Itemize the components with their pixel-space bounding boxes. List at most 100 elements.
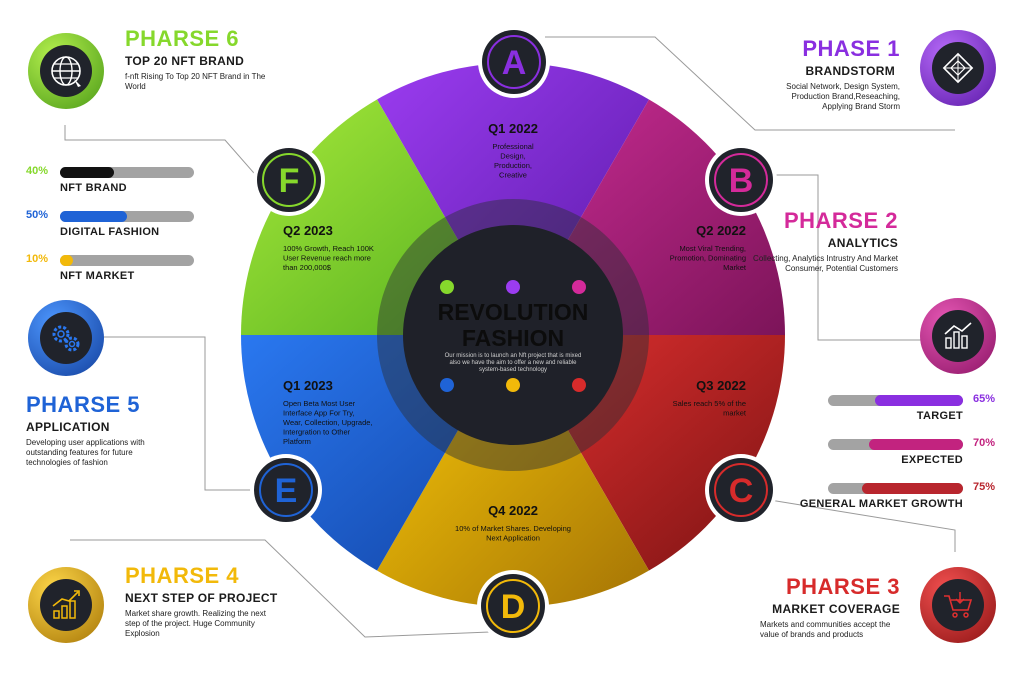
shopping-cart-icon xyxy=(932,579,984,631)
progress-label: NFT BRAND xyxy=(60,182,127,194)
globe-icon xyxy=(40,45,92,97)
badge-inner-ring-f xyxy=(262,153,316,207)
center-disc xyxy=(403,225,623,445)
segment-period-d: Q4 2022 xyxy=(488,503,538,518)
progress-percent: 40% xyxy=(26,165,49,177)
segment-period-b: Q2 2022 xyxy=(696,223,746,238)
progress-label: EXPECTED xyxy=(901,454,963,466)
phase3-icon-ring xyxy=(920,567,996,643)
badge-inner-ring-b xyxy=(714,153,768,207)
badge-a xyxy=(482,30,546,94)
phase6-desc: f-nft Rising To Top 20 NFT Brand in The … xyxy=(125,72,266,91)
phase1-subtitle: BRANDSTORM xyxy=(805,64,895,78)
phase3-block: PHARSE 3 MARKET COVERAGE Markets and com… xyxy=(700,574,900,640)
progress-fill xyxy=(60,255,74,266)
analytics-chart-icon xyxy=(932,310,984,362)
phase5-block: PHARSE 5 APPLICATION Developing user app… xyxy=(26,392,206,468)
progress-fill xyxy=(60,167,114,178)
phase2-icon-ring xyxy=(920,298,996,374)
badge-letter-c: C xyxy=(729,472,754,510)
segment-period-e: Q1 2023 xyxy=(283,378,333,393)
phase5-subtitle: APPLICATION xyxy=(26,420,110,434)
segment-desc-b: Most Viral Trending,Promotion, Dominatin… xyxy=(670,244,747,272)
progress-label: TARGET xyxy=(916,410,963,422)
badge-letter-b: B xyxy=(729,162,754,200)
progress-track xyxy=(60,255,194,266)
phase2-title: PHARSE 2 xyxy=(783,208,898,233)
badge-letter-e: E xyxy=(275,472,298,510)
badge-letter-f: F xyxy=(279,162,300,200)
phase1-title: PHASE 1 xyxy=(802,36,900,61)
progress-percent: 50% xyxy=(26,209,49,221)
badge-inner-ring-e xyxy=(259,463,313,517)
phase4-desc: Market share growth. Realizing the next … xyxy=(125,609,266,638)
phase1-block: PHASE 1 BRANDSTORM Social Network, Desig… xyxy=(720,36,900,112)
progress-fill xyxy=(861,483,963,494)
badge-d xyxy=(481,574,545,638)
segment-d xyxy=(377,335,649,607)
progress-fill xyxy=(868,439,963,450)
phase6-block: PHARSE 6 TOP 20 NFT BRAND f-nft Rising T… xyxy=(125,26,305,92)
progress-track xyxy=(60,211,194,222)
progress-percent: 70% xyxy=(973,437,996,449)
dot-blue xyxy=(440,378,454,392)
phase1-icon-ring xyxy=(920,30,996,106)
center-mission: Our mission is to launch an Nft project … xyxy=(445,353,582,373)
progress-label: NFT MARKET xyxy=(60,270,135,282)
phase4-title: PHARSE 4 xyxy=(125,563,240,588)
connector-lines xyxy=(64,36,956,638)
growth-chart-icon xyxy=(40,579,92,631)
badge-inner-ring-c xyxy=(714,463,768,517)
phase3-desc: Markets and communities accept the value… xyxy=(760,620,891,639)
phase2-subtitle: ANALYTICS xyxy=(827,236,898,250)
brand-diamond-icon xyxy=(932,42,984,94)
phase1-desc: Social Network, Design System, Productio… xyxy=(786,82,900,111)
badge-inner-ring-d xyxy=(486,579,540,633)
phase3-title: PHARSE 3 xyxy=(785,574,900,599)
phase3-subtitle: MARKET COVERAGE xyxy=(772,602,900,616)
badge-letter-a: A xyxy=(502,44,527,82)
progress-fill xyxy=(875,395,963,406)
phase6-title: PHARSE 6 xyxy=(125,26,240,51)
center-title-line2: FASHION xyxy=(462,325,564,351)
dot-yellow xyxy=(506,378,520,392)
badge-letter-d: D xyxy=(501,588,526,626)
segment-period-f: Q2 2023 xyxy=(283,223,333,238)
phase6-subtitle: TOP 20 NFT BRAND xyxy=(125,54,245,68)
phase6-icon-ring xyxy=(28,33,104,109)
dot-purple xyxy=(506,280,520,294)
segment-a xyxy=(377,63,649,335)
phase5-desc: Developing user applications with outsta… xyxy=(26,438,145,467)
phase4-block: PHARSE 4 NEXT STEP OF PROJECT Market sha… xyxy=(125,563,305,639)
phase2-block: PHARSE 2 ANALYTICS Collecting, Analytics… xyxy=(720,208,898,274)
progress-percent: 10% xyxy=(26,253,49,265)
phase4-subtitle: NEXT STEP OF PROJECT xyxy=(125,591,278,605)
phase5-title: PHARSE 5 xyxy=(26,392,141,417)
progress-percent: 75% xyxy=(973,481,996,493)
badge-e xyxy=(254,458,318,522)
progress-label: GENERAL MARKET GROWTH xyxy=(799,498,963,510)
phase4-icon-ring xyxy=(28,567,104,643)
center-title-line1: REVOLUTION xyxy=(438,299,589,325)
progress-percent: 65% xyxy=(973,393,996,405)
letter-badges: A B C D E F xyxy=(250,26,777,642)
badge-f xyxy=(257,148,321,212)
segment-period-c: Q3 2022 xyxy=(696,378,746,393)
dot-red xyxy=(572,378,586,392)
dot-green xyxy=(440,280,454,294)
dot-pink xyxy=(572,280,586,294)
badge-b xyxy=(709,148,773,212)
progress-track xyxy=(60,167,194,178)
gears-icon xyxy=(40,312,92,364)
badge-inner-ring-a xyxy=(487,35,541,89)
phase2-desc: Collecting, Analytics Intrustry And Mark… xyxy=(753,254,898,273)
phase5-icon-ring xyxy=(28,300,104,376)
progress-label: DIGITAL FASHION xyxy=(60,226,160,238)
